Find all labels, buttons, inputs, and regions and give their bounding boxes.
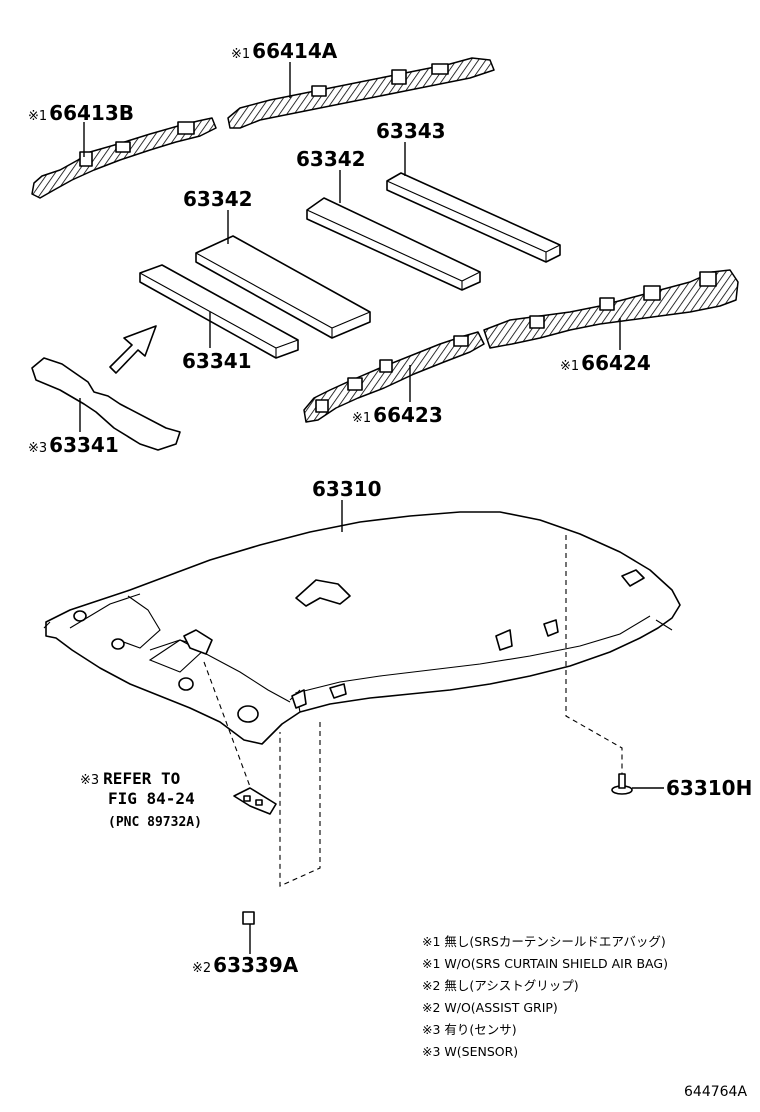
note-line: ※3 W(SENSOR) xyxy=(422,1044,518,1059)
label-63342-front: 63342 xyxy=(183,187,253,211)
dashed-line-clip xyxy=(565,535,623,786)
label-63343: 63343 xyxy=(376,119,446,143)
roof-pad-63341-drawing xyxy=(139,264,299,359)
nut-63339a-drawing xyxy=(242,911,255,925)
arrow-icon xyxy=(109,325,157,374)
bracket-66424-drawing xyxy=(483,269,739,349)
figure-code: 644764A xyxy=(684,1084,747,1100)
note-line: ※2 W/O(ASSIST GRIP) xyxy=(422,1000,558,1015)
clip-63310h-drawing xyxy=(611,773,633,795)
refer-pnc: (PNC 89732A) xyxy=(108,815,202,830)
refer-figure: FIG 84-24 xyxy=(108,789,195,808)
bracket-66423-drawing xyxy=(303,331,485,423)
headliner-63310-drawing xyxy=(43,511,681,745)
label-63310: 63310 xyxy=(312,477,382,501)
label-63342-rear: 63342 xyxy=(296,147,366,171)
note-line: ※1 W/O(SRS CURTAIN SHIELD AIR BAG) xyxy=(422,956,668,971)
roof-pad-63342-front-drawing xyxy=(195,235,371,339)
dashed-line-grip xyxy=(279,722,321,887)
notes-block: ※1 無し(SRSカーテンシールドエアバッグ) ※1 W/O(SRS CURTA… xyxy=(422,934,668,1059)
bracket-66414a-drawing xyxy=(227,57,495,129)
note-line: ※1 無し(SRSカーテンシールドエアバッグ) xyxy=(422,934,666,949)
bracket-66413b-drawing xyxy=(31,117,217,199)
label-63310h: 63310H xyxy=(666,776,752,800)
note-line: ※3 有り(センサ) xyxy=(422,1022,517,1037)
roof-pad-63343-drawing xyxy=(386,172,561,263)
label-63341: 63341 xyxy=(182,349,252,373)
sensor-bracket-drawing xyxy=(233,787,277,815)
roof-pad-63342-rear-drawing xyxy=(306,197,481,291)
note-line: ※2 無し(アシストグリップ) xyxy=(422,978,579,993)
